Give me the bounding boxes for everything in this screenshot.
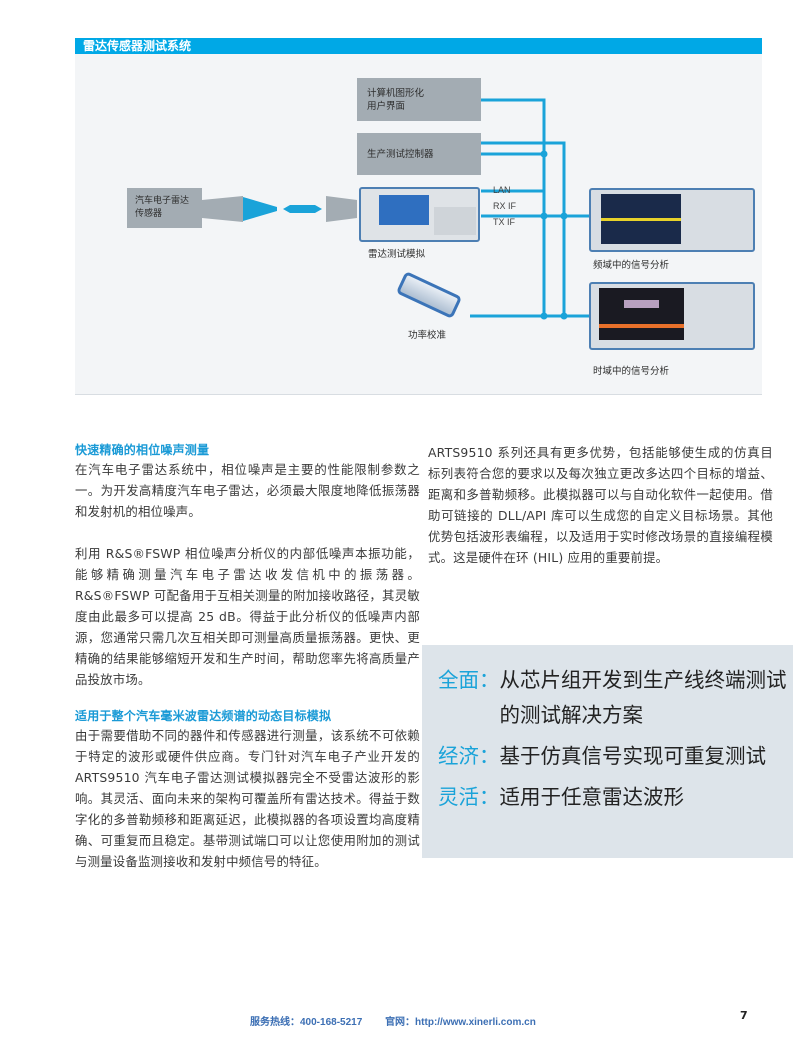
device-screen	[379, 195, 429, 225]
section1-paragraph2: 利用 R&S®FSWP 相位噪声分析仪的内部低噪声本振功能，能够精确测量汽车电子…	[75, 546, 420, 687]
gui-box-line2: 用户界面	[367, 100, 406, 112]
footer: 服务热线：400-168-5217 官网：http://www.xinerli.…	[250, 1013, 536, 1028]
port-lan: LAN	[493, 185, 511, 195]
scope-screen	[599, 288, 684, 340]
highlight-text: 适用于任意雷达波形	[499, 785, 685, 809]
controller-box: 生产测试控制器	[357, 133, 481, 175]
left-column: 快速精确的相位噪声测量 在汽车电子雷达系统中，相位噪声是主要的性能限制参数之一。…	[75, 441, 420, 893]
analyzer-screen	[601, 194, 681, 244]
section2-paragraph1: 由于需要借助不同的器件和传感器进行测量，该系统不可依赖于特定的波形或硬件供应商。…	[75, 728, 420, 869]
radar-simulator-device	[359, 187, 480, 242]
figure-title: 雷达传感器测试系统	[75, 38, 762, 54]
port-rx-if: RX IF	[493, 201, 517, 211]
right-column: ARTS9510 系列还具有更多优势，包括能够使生成的仿真目标列表符合您的要求以…	[428, 442, 773, 589]
gui-box-line1: 计算机图形化	[367, 87, 425, 99]
port-tx-if: TX IF	[493, 217, 515, 227]
section1-paragraph1: 在汽车电子雷达系统中，相位噪声是主要的性能限制参数之一。为开发高精度汽车电子雷达…	[75, 462, 420, 519]
highlight-key: 全面：	[438, 668, 500, 692]
time-analysis-label: 时域中的信号分析	[593, 366, 670, 377]
power-label: 功率校准	[408, 330, 447, 341]
simulator-label: 雷达测试模拟	[368, 249, 426, 260]
highlight-text: 从芯片组开发到生产线终端测试的测试解决方案	[499, 668, 787, 727]
footer-website[interactable]: 官网：http://www.xinerli.com.cn	[385, 1017, 536, 1028]
page-number: 7	[740, 1009, 748, 1022]
highlight-item: 灵活：适用于任意雷达波形	[438, 780, 793, 815]
section1-heading: 快速精确的相位噪声测量	[75, 443, 210, 457]
spectrum-analyzer	[589, 188, 755, 252]
sensor-box: 汽车电子雷达传感器	[127, 188, 202, 228]
highlights-callout: 全面：从芯片组开发到生产线终端测试的测试解决方案 经济：基于仿真信号实现可重复测…	[422, 645, 793, 858]
highlight-item: 全面：从芯片组开发到生产线终端测试的测试解决方案	[438, 663, 793, 733]
highlight-text: 基于仿真信号实现可重复测试	[499, 744, 767, 768]
gui-box: 计算机图形化 用户界面	[357, 78, 481, 121]
highlight-key: 经济：	[438, 744, 500, 768]
oscilloscope	[589, 282, 755, 350]
footer-hotline: 服务热线：400-168-5217	[250, 1017, 363, 1028]
highlight-key: 灵活：	[438, 785, 500, 809]
antenna-shape	[243, 197, 277, 221]
connection-lines	[202, 98, 589, 320]
highlight-item: 经济：基于仿真信号实现可重复测试	[438, 739, 793, 774]
freq-analysis-label: 频域中的信号分析	[593, 260, 670, 271]
section2-heading: 适用于整个汽车毫米波雷达频谱的动态目标模拟	[75, 709, 332, 723]
right-paragraph: ARTS9510 系列还具有更多优势，包括能够使生成的仿真目标列表符合您的要求以…	[428, 445, 773, 565]
